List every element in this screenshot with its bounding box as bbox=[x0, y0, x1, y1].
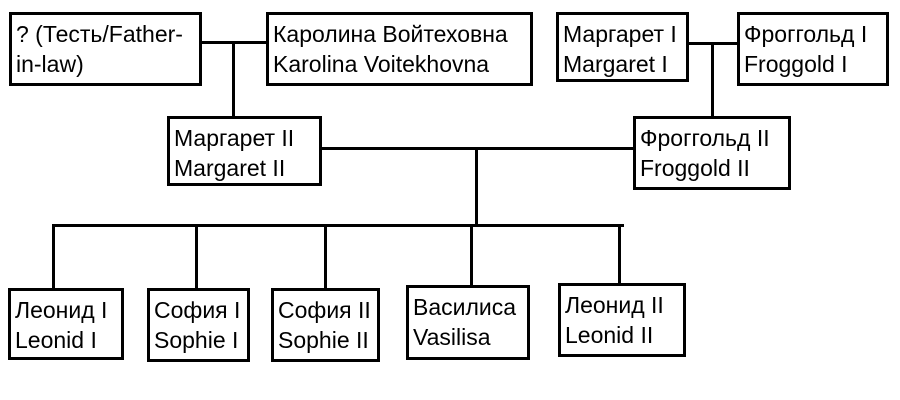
person-name-ru: Леонид II bbox=[565, 292, 664, 318]
person-box-froggold-i: Фроггольд I Froggold I bbox=[737, 12, 889, 86]
connector-child-vasilisa bbox=[470, 225, 473, 287]
connector-descent-margaret-ii bbox=[232, 42, 235, 120]
person-name-ru: Василиса bbox=[413, 294, 517, 320]
person-box-leonid-ii: Леонид II Leonid II bbox=[558, 283, 686, 357]
connector-children-bus bbox=[52, 224, 624, 227]
person-box-margaret-i: Маргарет I Margaret I bbox=[556, 12, 689, 82]
person-box-karolina: Каролина Войтеховна Karolina Voitekhovna bbox=[266, 12, 533, 86]
person-name-en: Sophie I bbox=[154, 327, 239, 353]
person-name-en: in-law) bbox=[16, 51, 84, 77]
person-box-sofia-ii: София II Sophie II bbox=[271, 288, 380, 362]
person-box-father-in-law: ? (Тесть/Father- in-law) bbox=[9, 12, 202, 86]
person-name-ru: София II bbox=[278, 297, 371, 323]
person-name-en: Vasilisa bbox=[413, 324, 491, 350]
person-box-sofia-i: София I Sophie I bbox=[147, 288, 250, 362]
person-box-vasilisa: Василиса Vasilisa bbox=[406, 285, 530, 360]
connector-descent-children bbox=[475, 148, 478, 226]
connector-child-sofia-ii bbox=[324, 225, 327, 290]
person-name-en: Froggold II bbox=[640, 155, 750, 181]
person-name-en: Margaret II bbox=[174, 155, 286, 181]
connector-child-leonid-i bbox=[52, 225, 55, 290]
person-name-en: Margaret I bbox=[563, 51, 668, 77]
connector-child-leonid-ii bbox=[618, 225, 621, 285]
person-name-en: Karolina Voitekhovna bbox=[273, 51, 490, 77]
person-box-leonid-i: Леонид I Leonid I bbox=[8, 288, 124, 360]
person-name-en: Sophie II bbox=[278, 327, 369, 353]
person-name-ru: Леонид I bbox=[15, 297, 108, 323]
connector-descent-froggold-ii bbox=[711, 43, 714, 118]
person-name-en: Leonid II bbox=[565, 322, 654, 348]
person-box-froggold-ii: Фроггольд II Froggold II bbox=[633, 116, 791, 190]
person-name-en: Leonid I bbox=[15, 327, 97, 353]
person-name-ru: Маргарет II bbox=[174, 125, 295, 151]
person-name-en: Froggold I bbox=[744, 51, 848, 77]
connector-couple-middle bbox=[321, 147, 635, 150]
person-name-ru: ? (Тесть/Father- bbox=[16, 21, 183, 47]
person-name-ru: София I bbox=[154, 297, 241, 323]
connector-child-sofia-i bbox=[195, 225, 198, 290]
person-name-ru: Фроггольд I bbox=[744, 21, 868, 47]
person-name-ru: Фроггольд II bbox=[640, 125, 770, 151]
person-name-ru: Маргарет I bbox=[563, 21, 677, 47]
person-name-ru: Каролина Войтеховна bbox=[273, 21, 508, 47]
person-box-margaret-ii: Маргарет II Margaret II bbox=[167, 116, 322, 186]
